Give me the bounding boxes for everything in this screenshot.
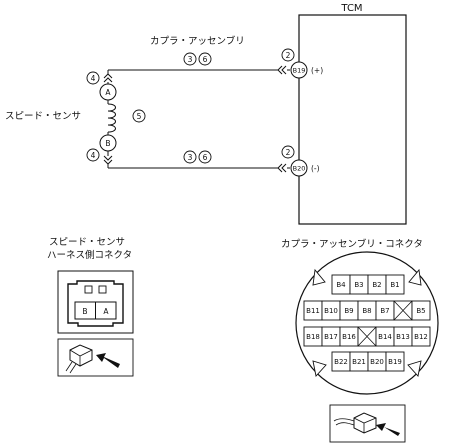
- coupler-pin-label: B3: [354, 281, 363, 289]
- coupler-connector-hint-icon: [329, 404, 406, 443]
- upper-tcm-mark: 2: [286, 51, 291, 60]
- upper-polarity: (+): [311, 66, 323, 75]
- sensor-terminal-a-label: A: [105, 88, 111, 97]
- connector-chevron-icon: [103, 155, 113, 165]
- speed-sensor-label: スピード・センサ: [5, 111, 81, 122]
- coupler-pin-cell: [411, 300, 431, 321]
- upper-tcm-terminal: [290, 61, 308, 79]
- coupler-pin-label: B12: [414, 333, 428, 341]
- harness-connector-label-2: ハーネス側コネクタ: [47, 249, 132, 261]
- coupler-pin-label: B14: [378, 333, 392, 341]
- tcm-box: [298, 14, 407, 225]
- sensor-connector-pin-b: B: [82, 307, 87, 316]
- tcm-title: TCM: [340, 3, 362, 14]
- lower-sensor-mark: 4: [91, 151, 96, 160]
- coupler-pin-label: B13: [396, 333, 410, 341]
- coupler-pin-label: B8: [362, 307, 371, 315]
- coupler-pin-cell: [411, 326, 431, 347]
- coupler-pin-label: B21: [352, 358, 366, 366]
- sensor-connector-pin-a: A: [103, 307, 109, 316]
- coupler-pin-label: B19: [388, 358, 402, 366]
- coupler-pin-label: B16: [342, 333, 356, 341]
- connector-chevron-icon: [277, 163, 287, 173]
- coupler-pin-label: B17: [324, 333, 338, 341]
- coupler-assembly-label: カプラ・アッセンブリ: [150, 35, 245, 47]
- coupler-pin-label: B10: [324, 307, 338, 315]
- upper-tcm-terminal-label: B19: [293, 67, 306, 75]
- coupler-connector-face: [295, 251, 439, 395]
- sensor-connector-face: [57, 270, 134, 334]
- coupler-pin-label: B18: [306, 333, 320, 341]
- coupler-pin-cell: [385, 351, 405, 372]
- lower-polarity: (-): [311, 164, 320, 173]
- lower-tcm-terminal-label: B20: [293, 165, 306, 173]
- coupler-pin-label: B7: [380, 307, 389, 315]
- coupler-pin-label: B11: [306, 307, 320, 315]
- lower-tcm-terminal: [290, 159, 308, 177]
- coupler-pin-label: B22: [334, 358, 348, 366]
- coupler-pin-label: B1: [390, 281, 399, 289]
- coupler-pin-label: B20: [370, 358, 384, 366]
- coupler-pin-label: B4: [336, 281, 346, 289]
- lower-wire-mark-b: 6: [203, 153, 208, 162]
- connector-chevron-icon: [103, 73, 113, 83]
- lower-wire: [103, 151, 290, 173]
- sensor-connector-hint-icon: [57, 338, 134, 377]
- lower-wire-mark-a: 3: [188, 153, 193, 162]
- upper-sensor-mark: 4: [91, 74, 96, 83]
- coupler-pin-label: B2: [372, 281, 381, 289]
- upper-wire-mark-b: 6: [203, 55, 208, 64]
- connector-chevron-icon: [277, 65, 287, 75]
- empty-cavity-icon: [393, 300, 413, 321]
- harness-connector-label-1: スピード・センサ: [49, 237, 125, 248]
- sensor-terminal-b-label: B: [105, 139, 110, 148]
- coupler-pin-label: B9: [344, 307, 353, 315]
- coil-icon: [107, 103, 116, 133]
- coil-mark: 5: [137, 112, 142, 121]
- coupler-pin-label: B5: [416, 307, 425, 315]
- coupler-pin-cell: [385, 274, 405, 295]
- lower-tcm-mark: 2: [286, 148, 291, 157]
- empty-cavity-icon: [357, 326, 377, 347]
- coupler-connector-label: カプラ・アッセンブリ・コネクタ: [281, 238, 423, 250]
- upper-wire: [103, 65, 290, 84]
- upper-wire-mark-a: 3: [188, 55, 193, 64]
